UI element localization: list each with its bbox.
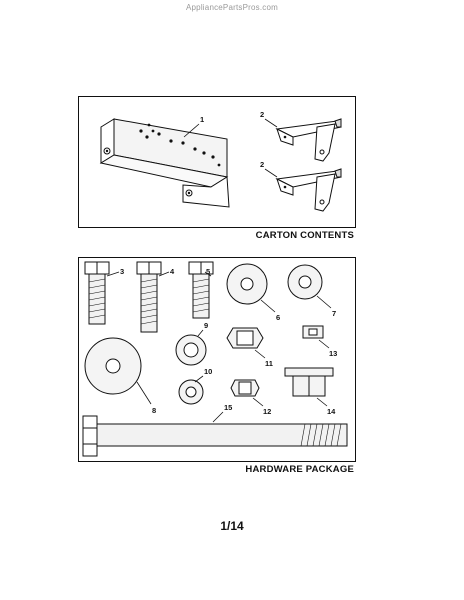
part-10-lock-washer <box>178 375 204 405</box>
label-7: 7 <box>332 309 336 318</box>
label-15: 15 <box>224 403 232 412</box>
part-8-washer <box>84 337 152 405</box>
label-13: 13 <box>329 349 337 358</box>
label-14: 14 <box>327 407 336 416</box>
part-1-bracket <box>99 118 230 208</box>
label-5: 5 <box>206 267 210 276</box>
label-10: 10 <box>204 367 212 376</box>
page-number: 1/14 <box>220 519 244 533</box>
label-8: 8 <box>152 406 156 415</box>
part-7-washer <box>287 264 332 309</box>
hardware-package-drawing: 3 4 5 <box>82 261 348 457</box>
label-3: 3 <box>120 267 124 276</box>
part-13-small-nut <box>302 325 330 349</box>
label-12: 12 <box>263 407 271 416</box>
hardware-package-caption: HARDWARE PACKAGE <box>245 464 354 475</box>
part-12-hex-nut <box>230 379 264 407</box>
part-11-hex-nut <box>226 327 266 359</box>
part-9-lock-washer <box>175 329 207 366</box>
label-4: 4 <box>170 267 175 276</box>
part-14-flange-nut <box>284 367 334 407</box>
part-2-bracket-upper <box>264 118 342 162</box>
label-2-upper: 2 <box>260 110 264 119</box>
carton-contents-caption: CARTON CONTENTS <box>255 230 354 241</box>
label-9: 9 <box>204 321 208 330</box>
label-6: 6 <box>276 313 280 322</box>
hardware-package-panel: 3 4 5 <box>78 257 356 462</box>
site-watermark: AppliancePartsPros.com <box>186 3 278 12</box>
label-2-lower: 2 <box>260 160 264 169</box>
part-4-bolt <box>136 261 170 333</box>
label-1: 1 <box>200 115 204 124</box>
carton-contents-drawing: 1 2 2 <box>99 110 342 212</box>
carton-contents-panel: 1 2 2 <box>78 96 356 228</box>
part-6-washer <box>226 263 276 313</box>
label-11: 11 <box>265 359 273 368</box>
part-15-long-bolt <box>82 411 348 457</box>
part-2-bracket-lower <box>264 168 342 212</box>
part-3-bolt <box>84 261 120 325</box>
part-5-bolt <box>188 261 214 319</box>
